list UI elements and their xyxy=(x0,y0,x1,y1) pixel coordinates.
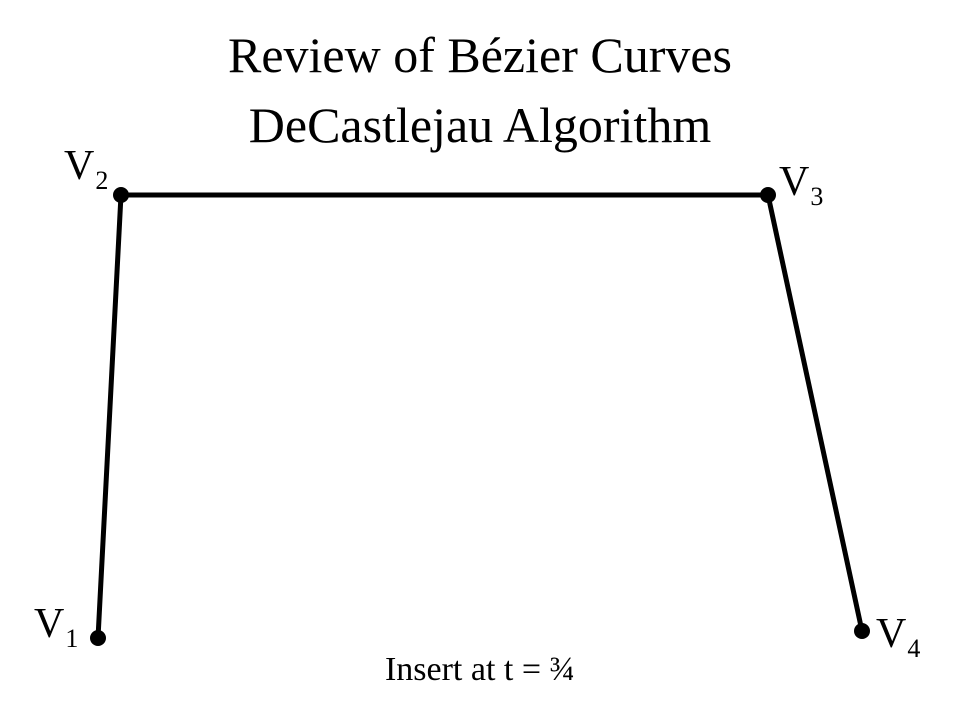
vertex-label-index: 4 xyxy=(907,634,921,663)
vertex-label-v1: V1 xyxy=(34,601,79,653)
vertex-label-v2: V2 xyxy=(64,143,109,195)
caption: Insert at t = ¾ xyxy=(384,651,576,688)
vertex-label-v4: V4 xyxy=(876,611,921,663)
vertex-label-v3: V3 xyxy=(779,159,824,211)
title-line-1: Review of Bézier Curves xyxy=(227,27,732,83)
vertex-label-index: 2 xyxy=(95,166,109,195)
vertex-label-letter: V xyxy=(34,601,65,647)
vertex-label-letter: V xyxy=(779,159,810,205)
vertex-label-letter: V xyxy=(64,143,95,189)
segment-v1-v2 xyxy=(95,192,124,641)
vertex-point-v4 xyxy=(854,623,870,639)
vertex-label-letter: V xyxy=(876,611,907,657)
vertex-point-v2 xyxy=(113,187,129,203)
vertex-label-index: 1 xyxy=(65,624,79,653)
segment-v3-v4 xyxy=(765,192,865,634)
vertex-label-index: 3 xyxy=(810,182,824,211)
vertex-point-v3 xyxy=(760,187,776,203)
vertex-point-v1 xyxy=(90,630,106,646)
title-line-2: DeCastlejau Algorithm xyxy=(248,97,712,153)
